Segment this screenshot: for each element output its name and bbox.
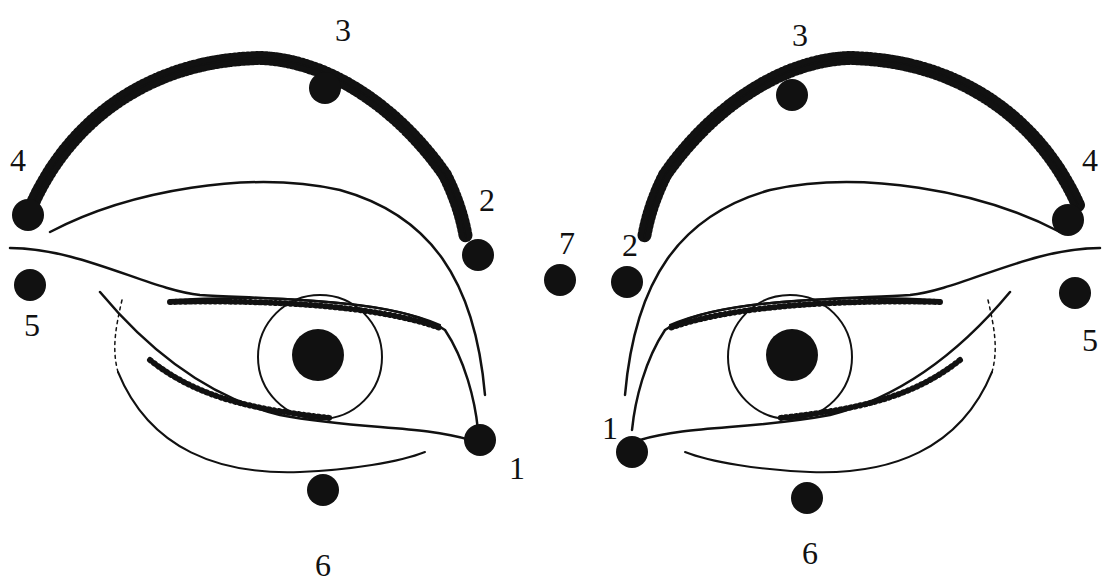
callout-number: 3 (335, 14, 351, 46)
callout-number: 5 (24, 309, 40, 341)
callout-number: 1 (602, 412, 618, 444)
callout-number: 1 (509, 452, 525, 484)
callout-number: 2 (622, 229, 638, 261)
callout-number: 3 (792, 19, 808, 51)
callout-number: 7 (559, 227, 575, 259)
right-eye (625, 58, 1100, 472)
callout-number: 4 (10, 144, 26, 176)
acupoint-dots (12, 72, 1091, 514)
callout-number: 6 (315, 549, 331, 581)
callout-number: 2 (479, 184, 495, 216)
callout-number: 4 (1082, 144, 1098, 176)
callout-number: 5 (1082, 324, 1098, 356)
left-eye (10, 58, 485, 472)
callout-number: 6 (802, 537, 818, 569)
